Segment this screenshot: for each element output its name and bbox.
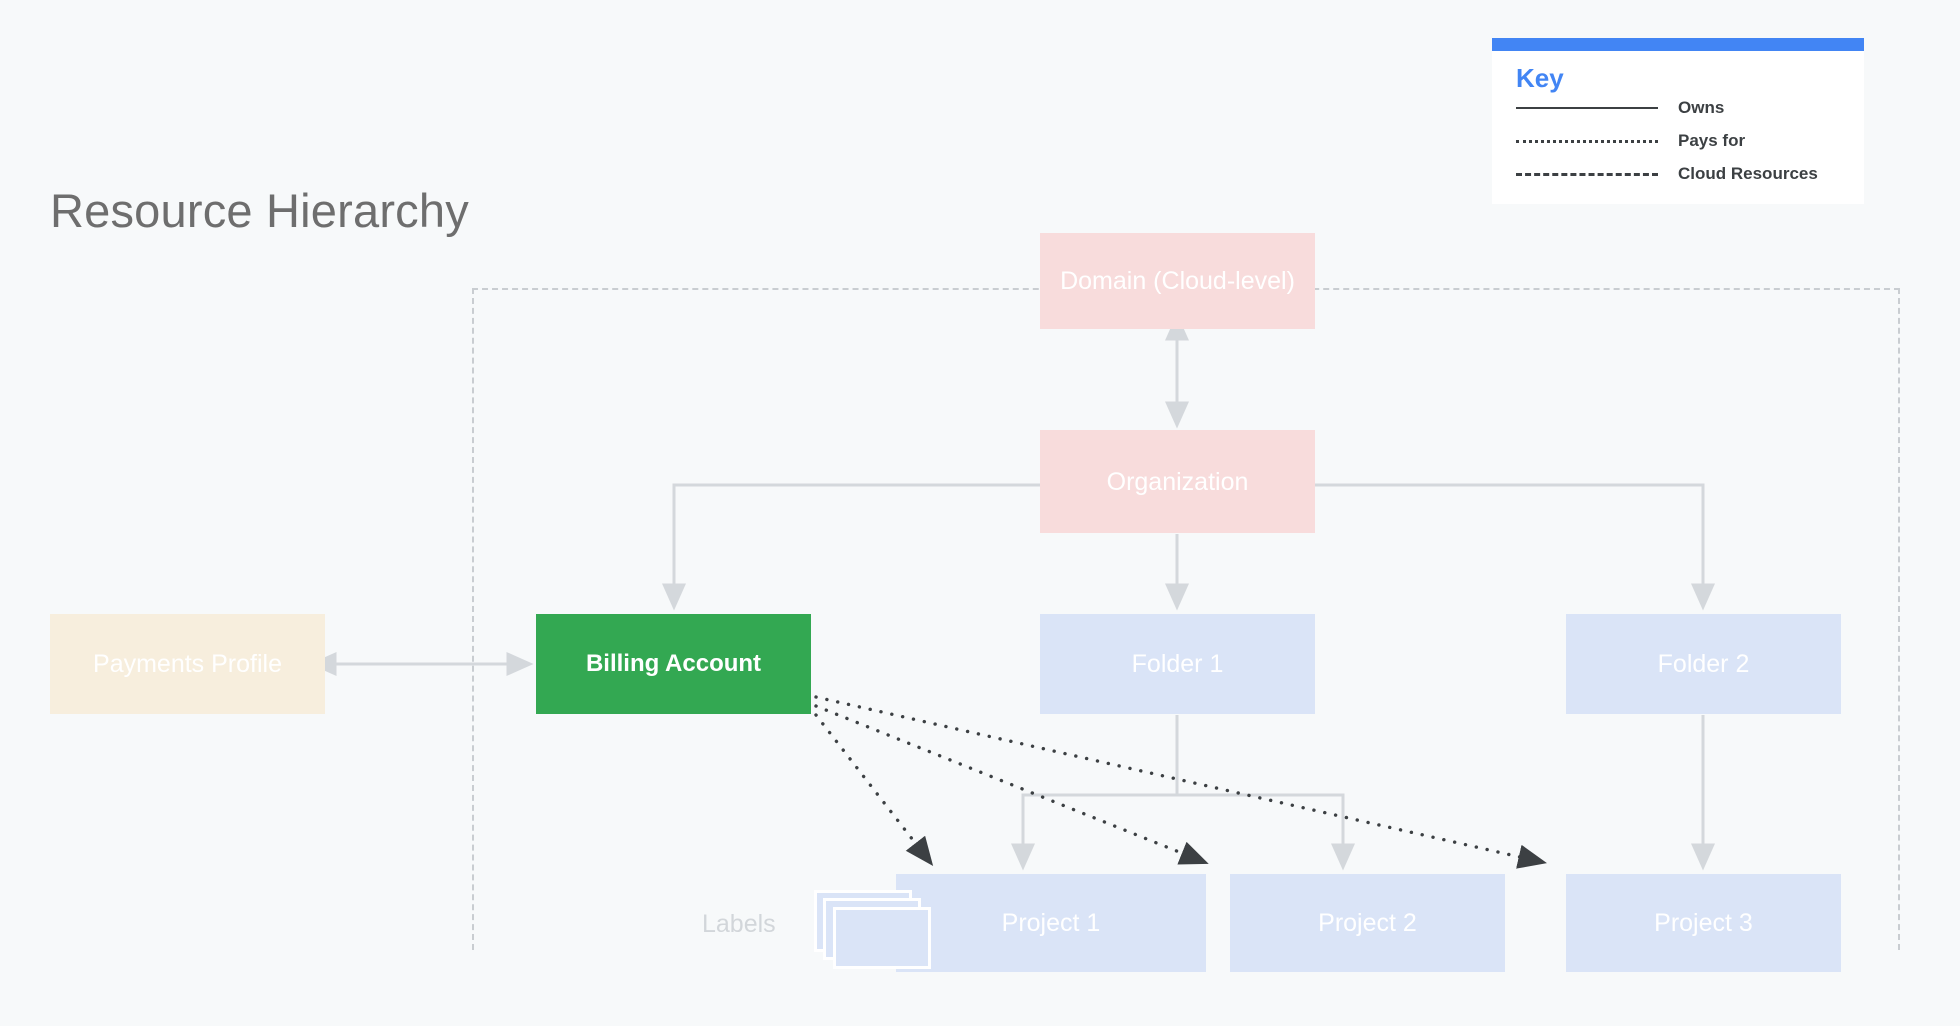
page-title: Resource Hierarchy bbox=[50, 184, 469, 237]
key-legend-panel: Key Owns Pays for Cloud Resources bbox=[1492, 38, 1864, 204]
key-label-pays-for: Pays for bbox=[1678, 131, 1746, 151]
key-label-owns: Owns bbox=[1678, 98, 1725, 118]
solid-line-icon bbox=[1516, 98, 1658, 117]
dashed-line-icon bbox=[1516, 164, 1658, 183]
dotted-line-icon bbox=[1516, 131, 1658, 150]
key-row-cloud-resources: Cloud Resources bbox=[1516, 164, 1842, 186]
stacked-cards-icon bbox=[814, 890, 934, 972]
node-project-1[interactable]: Project 1 bbox=[896, 874, 1206, 972]
key-label-cloud-resources: Cloud Resources bbox=[1678, 164, 1818, 184]
node-project-3[interactable]: Project 3 bbox=[1566, 874, 1841, 972]
node-payments-profile[interactable]: Payments Profile bbox=[50, 614, 325, 714]
labels-annotation-text: Labels bbox=[702, 910, 776, 938]
stacked-card-front bbox=[833, 907, 931, 969]
key-row-pays-for: Pays for bbox=[1516, 131, 1842, 153]
key-body: Key Owns Pays for Cloud Resources bbox=[1492, 51, 1864, 204]
node-domain[interactable]: Domain (Cloud-level) bbox=[1040, 233, 1315, 329]
node-folder-2[interactable]: Folder 2 bbox=[1566, 614, 1841, 714]
node-billing-account[interactable]: Billing Account bbox=[536, 614, 811, 714]
key-accent-bar bbox=[1492, 38, 1864, 51]
key-row-owns: Owns bbox=[1516, 98, 1842, 120]
node-project-2[interactable]: Project 2 bbox=[1230, 874, 1505, 972]
key-heading: Key bbox=[1516, 63, 1564, 93]
node-organization[interactable]: Organization bbox=[1040, 430, 1315, 533]
node-folder-1[interactable]: Folder 1 bbox=[1040, 614, 1315, 714]
